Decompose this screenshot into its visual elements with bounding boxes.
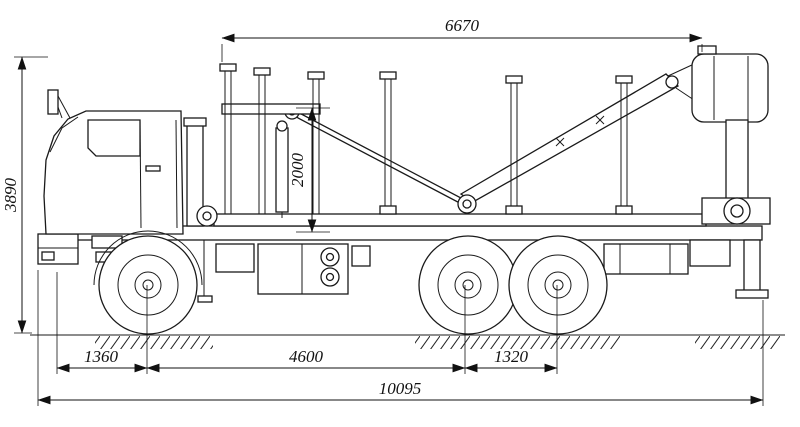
loader-crane	[275, 45, 771, 299]
battery-box	[215, 243, 255, 273]
under-frame-equipment	[197, 240, 689, 303]
dim-label-10095: 10095	[379, 379, 422, 398]
cab-step	[91, 235, 123, 249]
dim-label-3890: 3890	[1, 178, 20, 214]
windshield	[49, 116, 79, 153]
cab-body	[43, 110, 184, 235]
dim-label-6670: 6670	[445, 16, 480, 35]
truck-cab	[37, 89, 218, 286]
grapple-folded	[691, 53, 769, 123]
dimension-top-span: 6670	[221, 16, 703, 62]
crane-column	[725, 119, 749, 201]
dim-label-2000: 2000	[288, 153, 307, 188]
headlight	[41, 251, 55, 261]
dimension-rear-bogie: 1320	[464, 285, 558, 374]
dimension-front-axle-offset: 1360	[56, 272, 148, 374]
dim-label-1360: 1360	[84, 347, 119, 366]
front-wheel	[98, 235, 198, 335]
dimension-bunk-height: 2000	[288, 107, 330, 233]
dim-label-4600: 4600	[289, 347, 324, 366]
support-foot	[735, 289, 769, 299]
door-edge	[139, 119, 142, 229]
rear-wheel-2	[508, 235, 608, 335]
dimensions: 6670 3890 2000 1360 4600	[1, 16, 764, 406]
dimension-wheelbase: 4600	[146, 285, 466, 374]
dimension-overall-length: 10095	[37, 270, 764, 406]
crane-upper-boom	[459, 73, 680, 203]
rear-wheel-1	[418, 235, 518, 335]
lift-cylinder	[275, 127, 289, 213]
rear-support-leg	[743, 239, 761, 293]
dim-label-1320: 1320	[494, 347, 529, 366]
chassis-frame	[59, 213, 763, 241]
ground-line	[30, 334, 785, 349]
rear-toolbox	[603, 243, 689, 275]
wheels	[98, 235, 608, 335]
crane-lower-boom	[285, 105, 474, 211]
mirror	[47, 89, 59, 115]
front-wheel-arch	[93, 230, 203, 286]
headboard-beam	[221, 103, 321, 115]
log-bunks	[219, 63, 633, 215]
door-handle	[145, 165, 161, 172]
dimension-overall-height: 3890	[1, 56, 48, 334]
side-window	[87, 119, 141, 157]
